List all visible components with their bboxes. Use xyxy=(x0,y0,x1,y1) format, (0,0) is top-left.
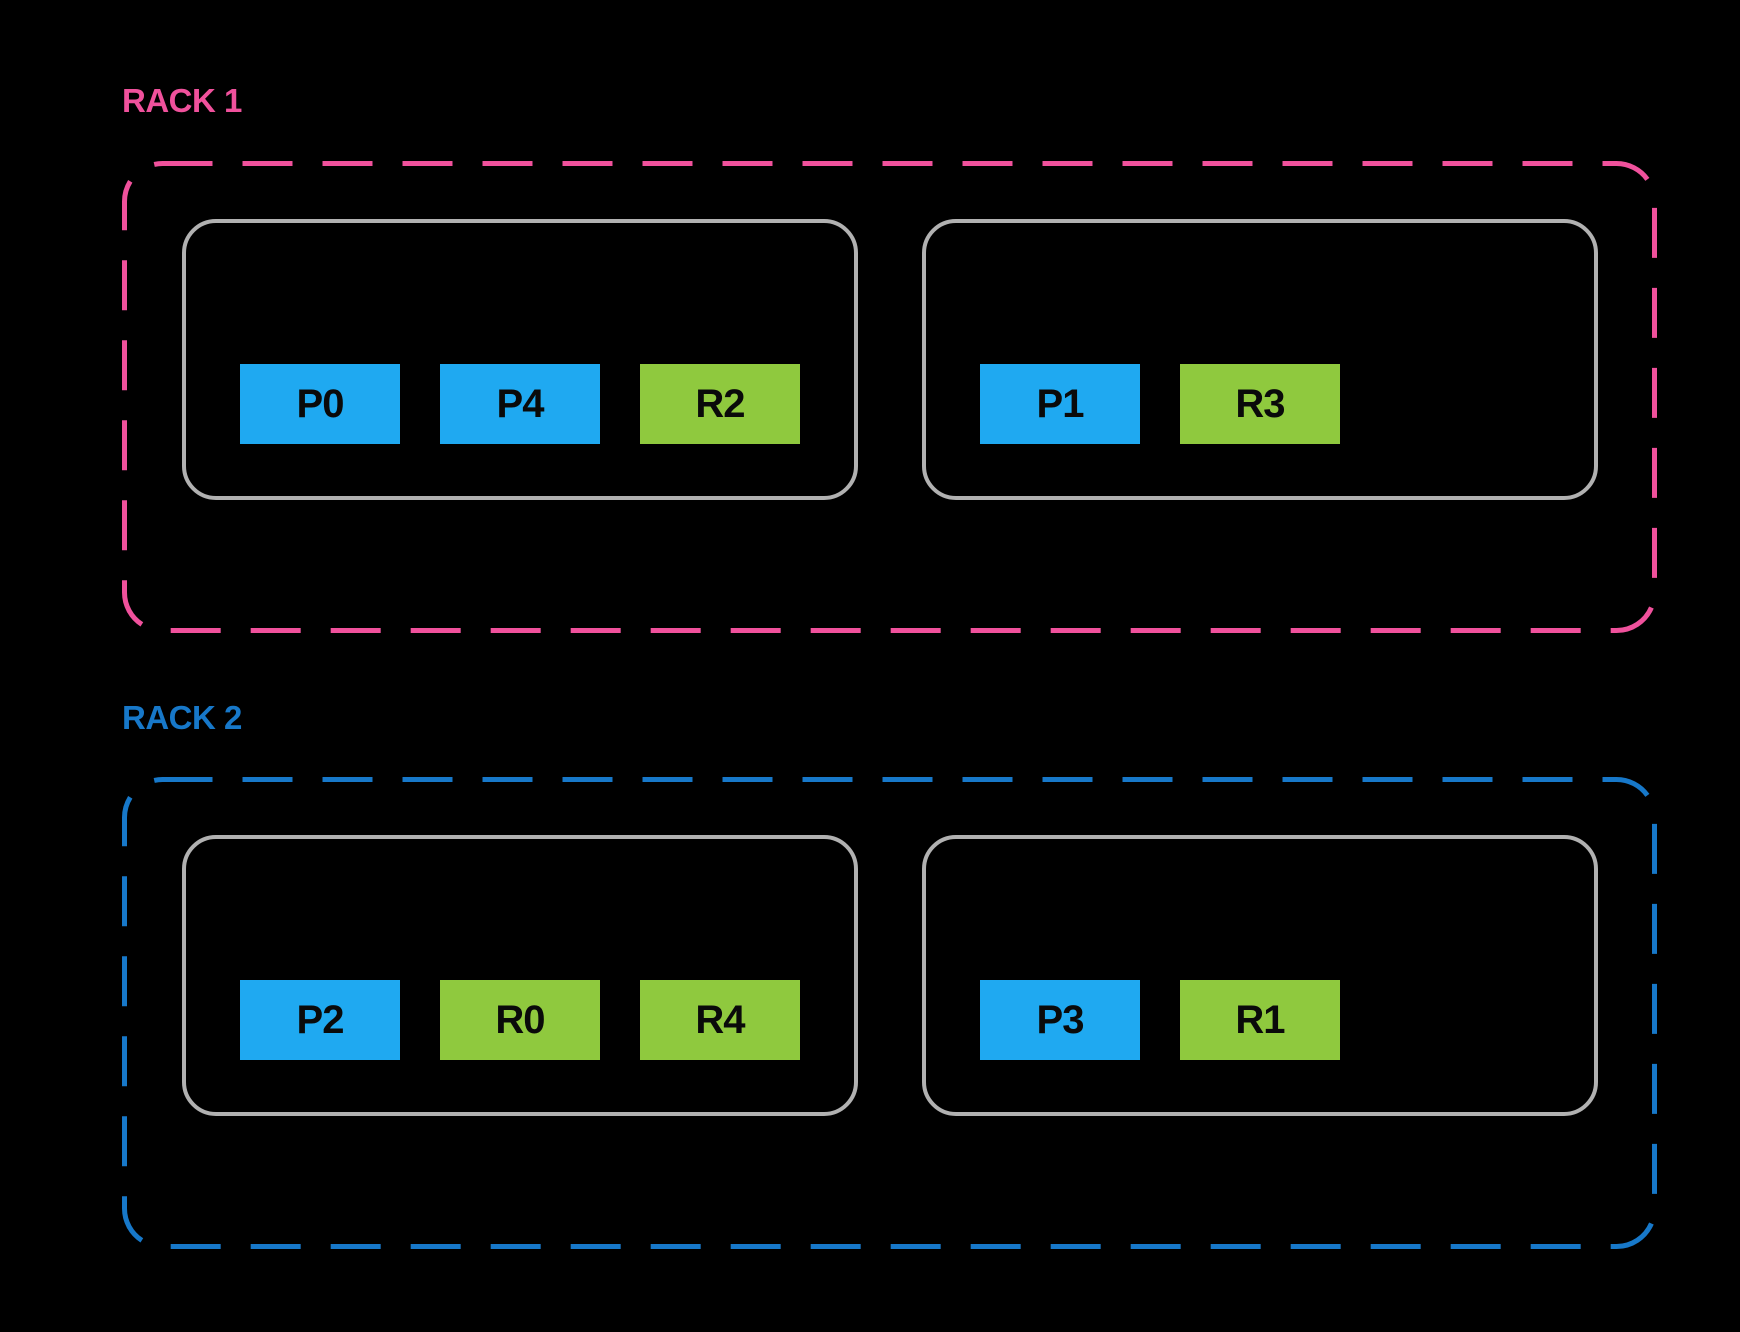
rack-1-host-2: P1 R3 xyxy=(922,219,1598,500)
rack-1-boundary: P0 P4 R2 P1 R3 xyxy=(122,161,1657,633)
chip-r1: R1 xyxy=(1180,980,1340,1060)
rack-1-label: RACK 1 xyxy=(122,82,242,119)
chip-r2: R2 xyxy=(640,364,800,444)
rack-2-host-2: P3 R1 xyxy=(922,835,1598,1116)
rack-2-boundary: P2 R0 R4 P3 R1 xyxy=(122,777,1657,1249)
rack-1-host-1: P0 P4 R2 xyxy=(182,219,858,500)
chip-r3: R3 xyxy=(1180,364,1340,444)
chip-p2: P2 xyxy=(240,980,400,1060)
rack-2-label: RACK 2 xyxy=(122,699,242,736)
chip-r4: R4 xyxy=(640,980,800,1060)
chip-r0: R0 xyxy=(440,980,600,1060)
rack-2-dashed-border xyxy=(122,777,1657,1249)
chip-p4: P4 xyxy=(440,364,600,444)
chip-p3: P3 xyxy=(980,980,1140,1060)
rack-1-dashed-border xyxy=(122,161,1657,633)
chip-p0: P0 xyxy=(240,364,400,444)
chip-p1: P1 xyxy=(980,364,1140,444)
rack-2-host-1: P2 R0 R4 xyxy=(182,835,858,1116)
